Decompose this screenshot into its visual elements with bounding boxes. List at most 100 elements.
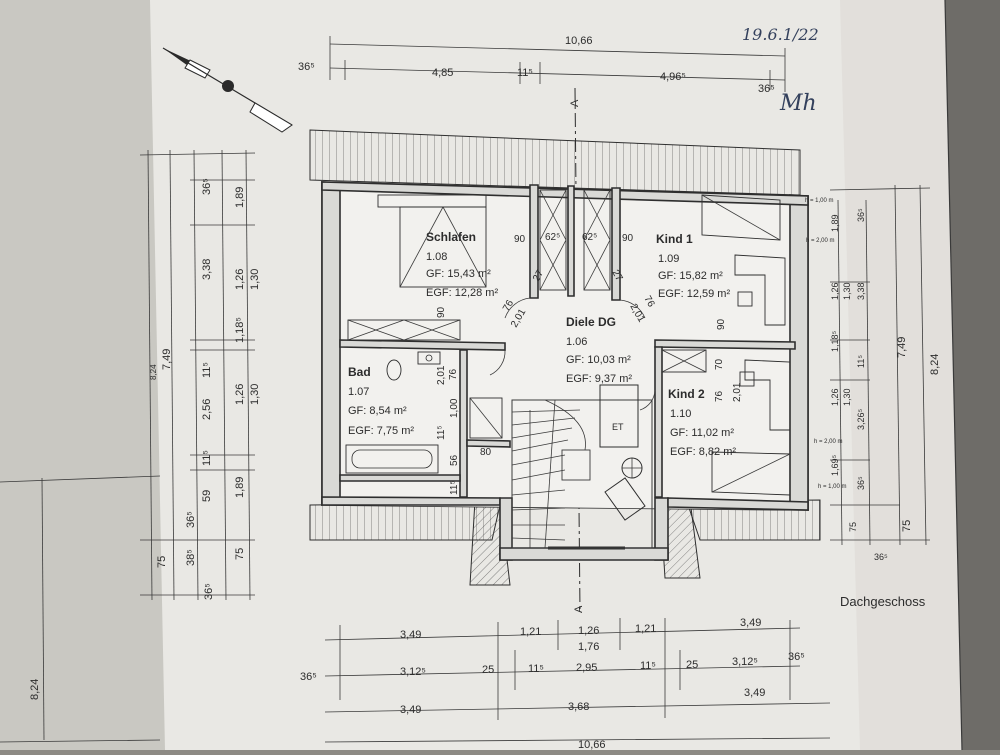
room-number: 1.07 bbox=[348, 386, 369, 398]
room-number: 1.09 bbox=[658, 253, 679, 265]
dim-right-b: 36⁵ bbox=[874, 552, 888, 562]
dim-left-outer-b: 8,24 bbox=[149, 364, 158, 380]
dim-left-outer-a: 8,24 bbox=[29, 679, 41, 700]
handwritten-signature: Mh bbox=[779, 91, 817, 116]
dim-right-mid: 7,49 bbox=[896, 337, 908, 358]
et-shaft: ET bbox=[599, 384, 646, 521]
room-bad: Bad 1.07 GF: 8,54 m² EGF: 7,75 m² bbox=[348, 365, 414, 437]
inner-dim: 11⁵ bbox=[449, 480, 460, 495]
height-marks: h = 1,00 m h = 2,00 m h = 2,00 m h = 1,0… bbox=[805, 198, 847, 490]
dim-bottom-row1-sub: 1,76 bbox=[578, 641, 599, 653]
top-dimension-chain: 10,66 36⁵ 4,85 11⁵ 4,96⁵ 36⁵ bbox=[298, 35, 786, 95]
dim-bottom-row3: 3,49 bbox=[400, 704, 421, 716]
inner-dim: 80 bbox=[480, 447, 492, 458]
dim-top-right-offset: 36⁵ bbox=[758, 83, 775, 95]
dim-left-b: 75 bbox=[234, 548, 246, 560]
dim-right-b: 3,26⁵ bbox=[856, 408, 866, 430]
dim-bottom-row2: 36⁵ bbox=[300, 671, 317, 683]
staircase bbox=[511, 399, 653, 549]
inner-dim: 11⁵ bbox=[436, 425, 447, 440]
dim-bottom-row1: 1,21 bbox=[635, 623, 656, 635]
room-area-gf: GF: 8,54 m² bbox=[348, 405, 407, 417]
dim-right-a: 1,30 bbox=[842, 388, 852, 406]
room-schlafen: Schlafen 1.08 GF: 15,43 m² EGF: 12,28 m² bbox=[426, 230, 498, 299]
inner-dim: 56 bbox=[449, 454, 460, 466]
door-swings bbox=[489, 297, 656, 411]
room-area-egf: EGF: 12,28 m² bbox=[426, 287, 498, 299]
room-area-egf: EGF: 9,37 m² bbox=[566, 373, 632, 385]
height-mark: h = 1,00 m bbox=[818, 484, 847, 490]
room-kind2: Kind 2 1.10 GF: 11,02 m² EGF: 8,82 m² bbox=[668, 387, 736, 458]
dim-bottom-row3: 3,49 bbox=[744, 687, 765, 699]
dim-right-b: 36⁵ bbox=[856, 476, 866, 490]
room-name: Bad bbox=[348, 365, 371, 379]
dim-bottom-row1: 3,49 bbox=[740, 617, 761, 629]
wardrobes bbox=[347, 189, 707, 373]
dim-left-b: 1,26 bbox=[234, 269, 246, 290]
room-area-gf: GF: 11,02 m² bbox=[670, 427, 734, 439]
room-area-gf: GF: 10,03 m² bbox=[566, 354, 631, 366]
dim-right-a: 1,26 bbox=[830, 282, 840, 300]
dim-right-c: 75 bbox=[901, 520, 913, 532]
dim-bottom-row2: 11⁵ bbox=[640, 660, 656, 672]
room-area-egf: EGF: 8,82 m² bbox=[670, 446, 736, 458]
dim-left-a: 36⁵ bbox=[185, 511, 197, 528]
handwritten-date: 19.6.1/22 bbox=[742, 25, 819, 44]
bed bbox=[377, 194, 487, 288]
kind1-furniture bbox=[701, 194, 786, 326]
room-name: Diele DG bbox=[566, 315, 616, 329]
inner-dim: 76 bbox=[641, 294, 656, 310]
inner-dim: 70 bbox=[714, 358, 725, 370]
height-mark: h = 2,00 m bbox=[806, 238, 835, 244]
inner-dim: 76 bbox=[714, 390, 725, 402]
dim-left-a: 2,56 bbox=[201, 399, 213, 420]
dim-left-b: 1,30 bbox=[249, 384, 261, 405]
dim-top-right: 4,96⁵ bbox=[660, 71, 686, 83]
et-label: ET bbox=[612, 422, 624, 432]
section-mark-top: A bbox=[569, 99, 581, 107]
inner-dim: 90 bbox=[716, 318, 727, 330]
room-number: 1.06 bbox=[566, 336, 587, 348]
room-number: 1.08 bbox=[426, 251, 447, 263]
inner-dim: 76 bbox=[448, 368, 459, 380]
dim-right-b: 11⁵ bbox=[856, 355, 866, 368]
dim-right-a: 75 bbox=[848, 522, 858, 532]
dim-left-a: 59 bbox=[201, 490, 213, 502]
dim-left-overall: 7,49 bbox=[161, 349, 173, 370]
dim-right-b: 3,38 bbox=[856, 282, 866, 300]
height-mark: h = 2,00 m bbox=[814, 439, 843, 445]
inner-dim: 1,00 bbox=[449, 398, 460, 418]
dim-left-b: 1,30 bbox=[249, 269, 261, 290]
dim-right-a: 1,30 bbox=[842, 282, 852, 300]
dim-right-a: 1,18⁵ bbox=[830, 330, 840, 352]
inner-dim: 62⁵ bbox=[582, 232, 597, 243]
dim-right-a: 1,69⁵ bbox=[830, 454, 840, 476]
paper-fold-shade bbox=[840, 0, 962, 750]
kind2-furniture bbox=[711, 359, 791, 496]
dim-top-mid: 11⁵ bbox=[517, 67, 533, 79]
dim-left-b: 1,18⁵ bbox=[234, 317, 246, 343]
dim-right-b: 36⁵ bbox=[856, 208, 866, 222]
floor-title: Dachgeschoss bbox=[840, 594, 926, 609]
dim-top-left-offset: 36⁵ bbox=[298, 61, 315, 73]
dim-bottom-row1: 1,21 bbox=[520, 626, 541, 638]
room-name: Kind 1 bbox=[656, 232, 693, 246]
dim-top-left: 4,85 bbox=[432, 67, 453, 79]
inner-dim: 2,01 bbox=[436, 365, 447, 385]
dim-left-a: 36⁵ bbox=[203, 583, 215, 600]
inner-dimensions: 90 62⁵ 62⁵ 90 27 27 76 2,01 76 2,01 90 9… bbox=[436, 232, 743, 495]
section-mark-bottom: A bbox=[573, 605, 585, 613]
inner-dim: 27 bbox=[609, 268, 624, 284]
dim-bottom-row2: 25 bbox=[482, 664, 494, 676]
roof-overhang bbox=[309, 129, 821, 586]
height-mark: h = 1,00 m bbox=[805, 198, 834, 204]
dim-right-overall: 8,24 bbox=[929, 354, 941, 375]
under-sheet bbox=[0, 0, 170, 750]
inner-dim: 2,01 bbox=[732, 382, 743, 402]
inner-dim: 62⁵ bbox=[545, 232, 560, 243]
inner-dim: 90 bbox=[622, 233, 634, 244]
bottom-dimension-chains: 3,49 1,21 1,26 1,21 3,49 1,76 36⁵ 3,12⁵ … bbox=[300, 617, 831, 751]
room-kind1: Kind 1 1.09 GF: 15,82 m² EGF: 12,59 m² bbox=[656, 232, 730, 300]
dim-right-a: 1,26 bbox=[830, 388, 840, 406]
